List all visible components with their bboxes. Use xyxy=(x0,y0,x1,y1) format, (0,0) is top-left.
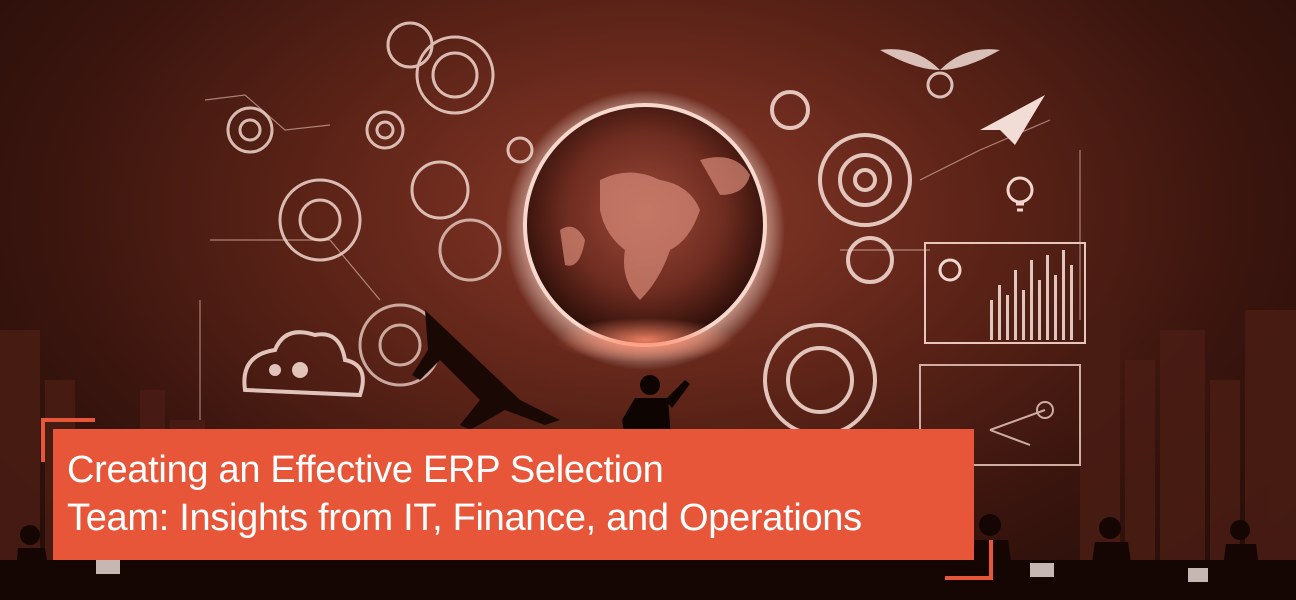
laptop-screens xyxy=(96,558,1208,582)
accent-corner-top-left xyxy=(41,418,95,462)
paper-plane-icon xyxy=(980,95,1045,145)
continents xyxy=(560,157,750,300)
title-line-2: Team: Insights from IT, Finance, and Ope… xyxy=(67,497,862,539)
airplane-icon xyxy=(412,310,560,430)
gear-icon-right xyxy=(763,90,912,437)
accent-corner-bottom-right xyxy=(945,540,993,580)
diagram-panel xyxy=(919,364,1081,466)
cloud-icon xyxy=(242,330,365,398)
office-workers-silhouettes xyxy=(0,514,1296,600)
title-banner xyxy=(53,429,974,560)
winged-emblem-icon xyxy=(880,49,1000,99)
lightbulb-icon xyxy=(1006,176,1034,212)
circuit-lines xyxy=(199,94,1081,420)
bar-chart-icon xyxy=(924,242,1086,344)
title-line-1: Creating an Effective ERP Selection xyxy=(67,449,664,491)
page-title: Creating an Effective ERP Selection Team… xyxy=(67,446,967,542)
